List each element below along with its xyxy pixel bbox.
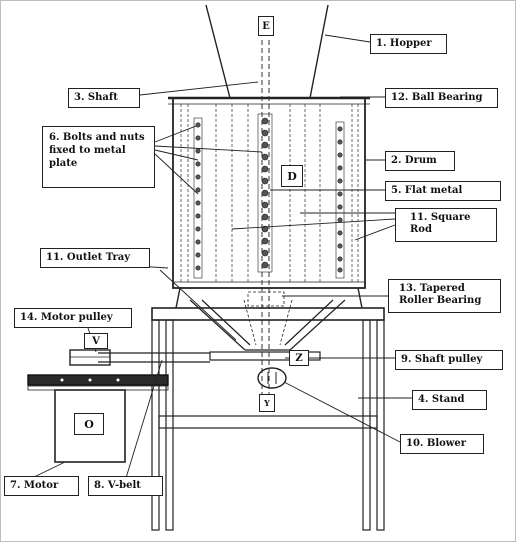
label-blower: 10. Blower <box>400 434 484 454</box>
label-hopper: 1. Hopper <box>370 34 447 54</box>
stand-crossbar <box>158 415 378 429</box>
blower <box>257 367 287 389</box>
v-belt <box>98 352 210 363</box>
marker-y: Y <box>259 394 275 412</box>
leader-lines <box>31 34 412 479</box>
bolt-column-left <box>193 117 203 279</box>
hopper-left-wall <box>205 4 231 99</box>
outlet-tray <box>189 299 346 351</box>
label-flat-metal: 5. Flat metal <box>385 181 501 201</box>
marker-o: O <box>74 413 104 435</box>
stand-leg-right-inner <box>362 319 371 531</box>
marker-v: V <box>84 333 108 349</box>
label-bolts: 6. Bolts and nuts fixed to metal plate <box>42 126 155 188</box>
shaft <box>261 40 270 395</box>
label-stand: 4. Stand <box>412 390 487 410</box>
label-tapered-bearing: 13. Tapered Roller Bearing <box>388 279 501 313</box>
label-drum: 2. Drum <box>385 151 455 171</box>
label-ball-bearing: 12. Ball Bearing <box>385 88 498 108</box>
hopper-right-wall <box>309 4 329 99</box>
shaft-pulley-bar <box>209 351 321 361</box>
label-square-rod: 11. Square Rod <box>395 208 497 242</box>
motor-body <box>54 389 126 463</box>
label-motor: 7. Motor <box>4 476 79 496</box>
marker-e: E <box>258 16 274 36</box>
marker-z: Z <box>289 350 309 366</box>
stand-top <box>151 307 385 321</box>
stand-leg-left-outer <box>151 319 160 531</box>
label-shaft-pulley: 9. Shaft pulley <box>395 350 503 370</box>
motor-base <box>27 374 169 386</box>
label-shaft: 3. Shaft <box>68 88 140 108</box>
bolt-column-center <box>257 113 273 273</box>
marker-d: D <box>281 165 303 187</box>
label-motor-pulley: 14. Motor pulley <box>14 308 132 328</box>
stand-leg-right-outer <box>376 319 385 531</box>
motor-pulley <box>69 349 111 366</box>
stand-leg-left-inner <box>165 319 174 531</box>
bolt-column-right <box>335 121 345 279</box>
label-outlet-tray: 11. Outlet Tray <box>40 248 150 268</box>
label-v-belt: 8. V-belt <box>88 476 163 496</box>
